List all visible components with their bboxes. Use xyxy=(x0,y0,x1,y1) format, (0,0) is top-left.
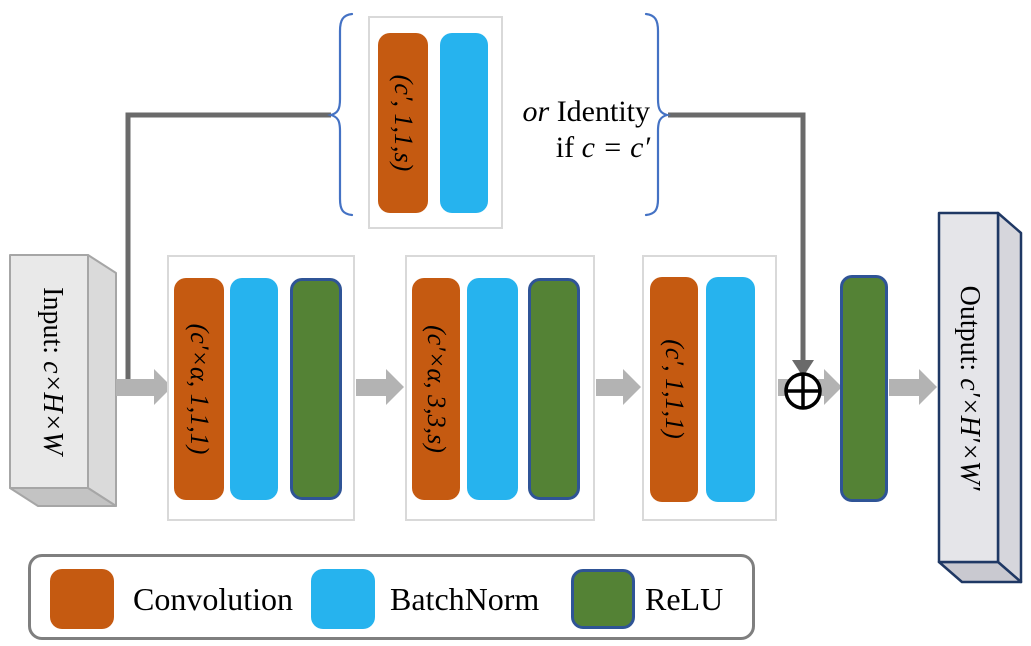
arrow-group2-to-group3-icon xyxy=(596,369,641,405)
output-tensor-box xyxy=(937,211,1023,584)
relu-bar xyxy=(290,278,342,500)
input-tensor-box-side xyxy=(87,254,117,507)
input-label: Input: c×H×W xyxy=(31,221,73,521)
identity-note-line1: or Identity xyxy=(488,94,651,130)
group2-conv-params-label: (c′×α, 3,3,s) xyxy=(422,325,451,453)
identity-note-line2: if c = c′ xyxy=(488,130,650,166)
legend-relu-label: ReLU xyxy=(645,581,724,617)
batchnorm-bar xyxy=(230,278,278,500)
skip-arrowhead-icon xyxy=(792,360,814,377)
batchnorm-bar xyxy=(706,277,755,502)
shortcut-block xyxy=(368,16,503,229)
output-tensor-box-side xyxy=(996,211,1023,584)
conv-bar xyxy=(650,277,698,502)
add-operator-icon xyxy=(784,372,822,410)
batchnorm-bar xyxy=(440,33,488,213)
identity-condition: c = c′ xyxy=(581,131,650,164)
input-tensor-box xyxy=(9,254,117,507)
output-label-prefix: Output: xyxy=(954,285,985,379)
arrow-relu-to-output-icon xyxy=(889,369,937,405)
output-tensor-box-front xyxy=(937,211,1000,564)
input-tensor-box-front xyxy=(9,254,89,489)
post-add-relu-bar xyxy=(840,275,888,502)
legend-batchnorm-swatch xyxy=(311,569,375,629)
input-label-prefix: Input: xyxy=(37,287,68,362)
group1-conv-params-label: (c′×α, 1,1,1) xyxy=(185,323,214,455)
batchnorm-bar xyxy=(467,278,518,500)
or-word: or xyxy=(522,95,550,128)
right-brace-icon xyxy=(644,12,671,217)
legend-convolution-swatch xyxy=(50,569,114,629)
skip-connection-line-left xyxy=(125,112,331,390)
legend-relu-swatch xyxy=(571,569,635,629)
output-label-dims: c′×H′×W′ xyxy=(954,378,985,491)
identity-word: Identity xyxy=(556,95,650,128)
group3-conv-params-label: (c′, 1,1,1) xyxy=(660,339,689,439)
conv-group-3 xyxy=(642,255,777,521)
conv-group-1 xyxy=(167,255,355,521)
output-label: Output: c′×H′×W′ xyxy=(948,218,990,558)
conv-bar xyxy=(174,278,224,500)
arrow-input-to-group1-icon xyxy=(116,369,172,405)
conv-group-2 xyxy=(405,255,595,521)
conv-bar xyxy=(412,278,460,500)
arrow-group1-to-group2-icon xyxy=(356,369,404,405)
identity-note: or Identity if c = c′ xyxy=(488,94,651,166)
if-word: if xyxy=(555,131,575,164)
legend-convolution-label: Convolution xyxy=(133,581,294,617)
skip-connection-line-right xyxy=(668,112,806,362)
shortcut-conv-params-label: (c′, 1,1,s) xyxy=(389,74,418,172)
left-brace-icon xyxy=(327,12,354,217)
conv-bar xyxy=(378,33,428,213)
legend-batchnorm-label: BatchNorm xyxy=(390,581,540,617)
relu-bar xyxy=(528,278,580,500)
input-label-dims: c×H×W xyxy=(37,361,68,455)
legend: Convolution BatchNorm ReLU xyxy=(28,554,755,640)
